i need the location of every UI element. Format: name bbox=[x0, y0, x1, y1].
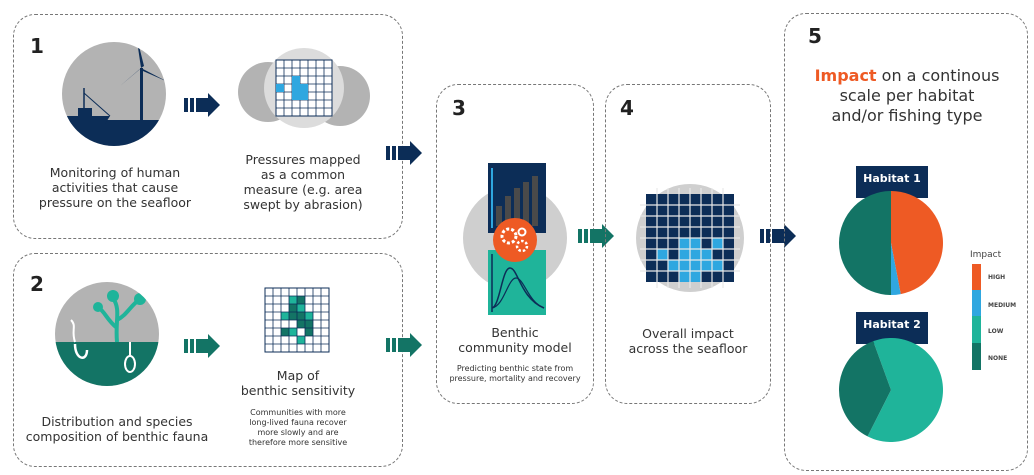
overall-impact-map-icon bbox=[636, 184, 744, 292]
legend-label-medium: MEDIUM bbox=[988, 302, 1017, 309]
legend-bar bbox=[972, 264, 981, 370]
step-2-caption-sensitivity: Map of benthic sensitivity bbox=[240, 368, 356, 398]
step-1-caption-pressures: Pressures mapped as a common measure (e.… bbox=[243, 152, 363, 212]
step-4-number: 4 bbox=[620, 96, 634, 120]
step-5-number: 5 bbox=[808, 24, 822, 48]
legend-label-low: LOW bbox=[988, 328, 1004, 335]
impact-map-cell bbox=[712, 260, 723, 271]
step-5-panel bbox=[784, 13, 1028, 471]
step-2-number: 2 bbox=[30, 272, 44, 296]
step-2-caption-distribution: Distribution and species composition of … bbox=[25, 414, 209, 444]
habitat-1-pie bbox=[839, 191, 943, 295]
step-5-title-line3: and/or fishing type bbox=[831, 106, 983, 125]
arrow-icon bbox=[184, 93, 220, 117]
pie-slice-low bbox=[867, 338, 943, 442]
step-5-title-highlight: Impact bbox=[814, 66, 877, 85]
arrow-icon bbox=[578, 224, 614, 248]
impact-map-cell bbox=[712, 238, 723, 249]
step-1-panel bbox=[13, 14, 403, 239]
arrow-icon bbox=[386, 141, 422, 165]
impact-map-cell bbox=[690, 238, 701, 249]
impact-map-cell bbox=[690, 260, 701, 271]
impact-map-cell bbox=[690, 249, 701, 260]
step-5-title-rest: on a continous bbox=[876, 66, 1000, 85]
step-1-caption-monitoring: Monitoring of human activities that caus… bbox=[38, 165, 192, 210]
impact-map-cell bbox=[690, 271, 701, 282]
benthic-fauna-icon bbox=[55, 282, 159, 386]
pie-slice-medium bbox=[891, 243, 901, 295]
step-3-caption: Benthic community model bbox=[458, 325, 572, 355]
step-2-note-sensitivity: Communities with more long-lived fauna r… bbox=[248, 408, 348, 447]
impact-map-cell bbox=[657, 249, 668, 260]
step-3-panel bbox=[436, 84, 594, 404]
impact-map-cell bbox=[679, 271, 690, 282]
impact-map-cell bbox=[668, 260, 679, 271]
legend-swatch-high bbox=[972, 264, 981, 290]
step-4-caption: Overall impact across the seafloor bbox=[628, 326, 748, 356]
sensitivity-map-icon bbox=[264, 287, 330, 353]
offshore-activity-icon bbox=[62, 42, 166, 146]
habitat-2-pie bbox=[839, 338, 943, 442]
step-4-panel bbox=[605, 84, 771, 404]
pie-slice-high bbox=[891, 191, 943, 295]
pie-slice-none bbox=[839, 341, 891, 437]
legend-label-none: NONE bbox=[988, 355, 1008, 362]
legend-title: Impact bbox=[970, 250, 1002, 260]
legend-label-high: HIGH bbox=[988, 274, 1006, 281]
step-2-panel bbox=[13, 253, 403, 467]
pie-slice-none bbox=[839, 191, 891, 295]
step-5-title: Impact on a continous scale per habitat … bbox=[800, 66, 1014, 126]
impact-map-cell bbox=[679, 249, 690, 260]
impact-map-cell bbox=[701, 249, 712, 260]
impact-map-cell bbox=[701, 260, 712, 271]
impact-map-cell bbox=[679, 238, 690, 249]
legend-swatch-none bbox=[972, 343, 981, 370]
step-1-number: 1 bbox=[30, 34, 44, 58]
step-3-number: 3 bbox=[452, 96, 466, 120]
step-3-note: Predicting benthic state from pressure, … bbox=[449, 364, 581, 383]
arrow-icon bbox=[386, 333, 422, 357]
legend-swatch-low bbox=[972, 316, 981, 343]
community-model-icon bbox=[463, 163, 567, 315]
pressure-map-icon bbox=[238, 48, 370, 128]
step-5-title-line2: scale per habitat bbox=[839, 86, 975, 105]
legend-swatch-medium bbox=[972, 290, 981, 316]
impact-map-cell bbox=[679, 260, 690, 271]
arrow-icon bbox=[184, 334, 220, 358]
